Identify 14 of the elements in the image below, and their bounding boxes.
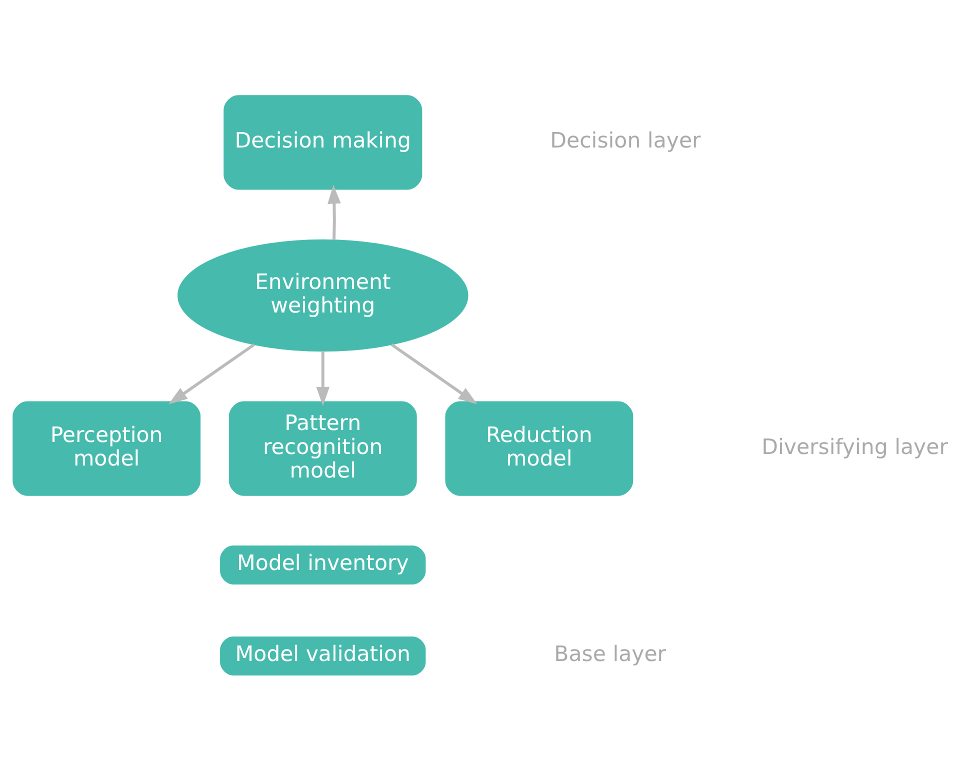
arrow (316, 351, 330, 406)
node-box: Reduction model (445, 401, 634, 496)
node-box: Model validation (220, 636, 426, 676)
arrow (168, 343, 255, 404)
arrow (328, 184, 341, 240)
node-box: Model inventory (220, 545, 426, 584)
label: Decision layer (550, 128, 701, 154)
arrow (390, 343, 478, 404)
label: Base layer (554, 642, 666, 668)
node-ellipse: Environment weighting (178, 239, 468, 352)
node-box: Pattern recognition model (228, 401, 417, 496)
label: Diversifying layer (762, 434, 948, 460)
node-box: Decision making (224, 95, 422, 190)
node-box: Perception model (12, 401, 201, 496)
